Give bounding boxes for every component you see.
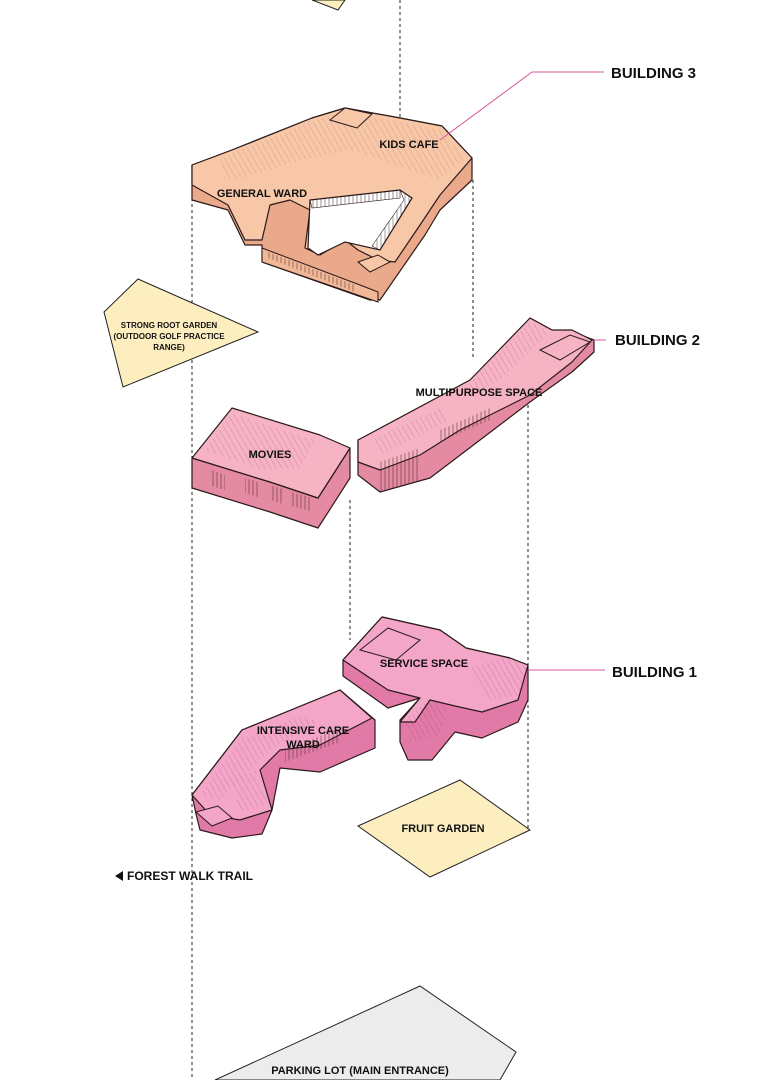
label-forest-walk-trail: FOREST WALK TRAIL <box>127 869 253 883</box>
parking-lot-plot <box>214 985 517 1080</box>
triangle-left-icon <box>115 871 123 881</box>
label-movies: MOVIES <box>249 449 292 461</box>
label-fruit-garden: FRUIT GARDEN <box>401 823 484 835</box>
building-2-multipurpose <box>357 317 595 493</box>
building3-leader-line <box>439 71 604 141</box>
label-kids-cafe: KIDS CAFE <box>379 139 438 151</box>
label-general-ward: GENERAL WARD <box>217 188 307 200</box>
label-service-space: SERVICE SPACE <box>380 658 468 670</box>
label-garden-line3: RANGE) <box>153 343 185 352</box>
building-2-movies <box>191 407 351 529</box>
label-garden-line1: STRONG ROOT GARDEN <box>121 321 218 330</box>
forest-walk-trail: FOREST WALK TRAIL <box>115 869 253 883</box>
strong-root-garden-plot <box>103 278 260 388</box>
building2-callout: BUILDING 2 <box>615 332 700 349</box>
label-multipurpose-space: MULTIPURPOSE SPACE <box>416 387 543 399</box>
label-icu-line2: WARD <box>286 739 320 751</box>
label-icu-line1: INTENSIVE CARE <box>257 725 349 737</box>
building-1-service <box>342 616 529 761</box>
building3-callout: BUILDING 3 <box>611 65 696 82</box>
label-garden-line2: (OUTDOOR GOLF PRACTICE <box>113 332 225 341</box>
top-garden-fragment <box>311 0 346 11</box>
building-3 <box>191 107 473 303</box>
label-parking-lot: PARKING LOT (MAIN ENTRANCE) <box>271 1065 449 1077</box>
building1-callout: BUILDING 1 <box>612 664 697 681</box>
building-1-icu <box>191 689 376 839</box>
fruit-garden-plot <box>356 779 531 878</box>
